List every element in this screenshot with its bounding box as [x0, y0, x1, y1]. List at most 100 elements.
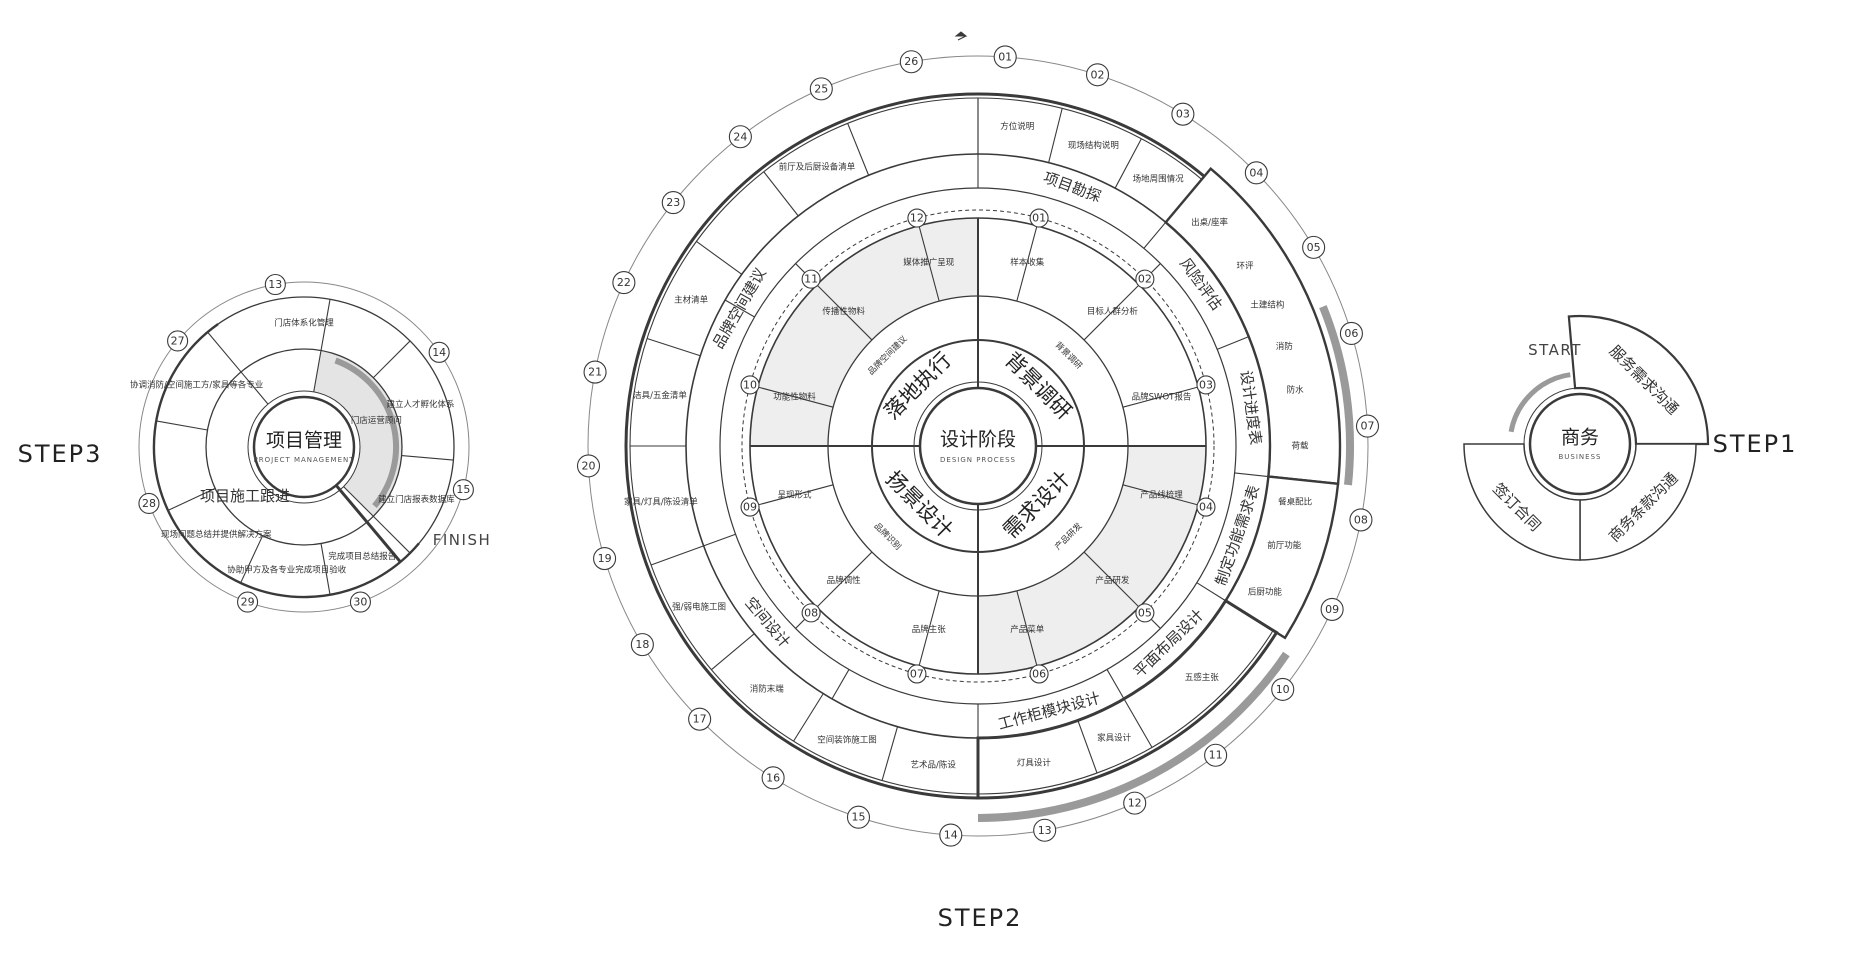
pm-number-4: 27	[171, 334, 185, 347]
inner-item-divider	[757, 386, 834, 408]
pm-item-divider	[207, 331, 242, 373]
outer-ring	[587, 55, 1369, 837]
biz-center-circle	[1528, 392, 1632, 496]
outer-item-divider	[650, 545, 704, 566]
pm-item-divider	[401, 454, 454, 461]
inner-item-divider	[1016, 225, 1038, 302]
pm-title: 项目管理	[266, 430, 342, 452]
inner-item-4: 产品线梳理	[1140, 490, 1183, 501]
pm-finish-line	[334, 484, 402, 563]
inner-number-10: 10	[743, 378, 757, 391]
pm-boundary	[152, 323, 420, 599]
outer-item-6: 土建结构	[1250, 299, 1284, 310]
mid-label-1: 项目勘探	[1041, 168, 1104, 205]
outer-number-13-badge	[1033, 818, 1057, 842]
pm-item-5: 协助甲方及各专业完成项目验收	[227, 564, 347, 575]
outer-number-7: 07	[1361, 420, 1375, 433]
outer-item-1: 方位说明	[1000, 121, 1034, 132]
ring2-label-3: 品牌识别	[872, 521, 904, 553]
inner-number-11: 11	[804, 273, 818, 286]
pm-ring-label-1: 门店运营顾问	[351, 415, 402, 426]
biz-sector-3	[1463, 443, 1581, 561]
pm-number-2: 14	[432, 346, 446, 359]
pm-number-6: 29	[241, 596, 255, 609]
outer-number-12: 12	[1128, 797, 1142, 810]
outer-number-22: 22	[617, 276, 631, 289]
outer-item-divider	[881, 726, 899, 781]
outer-number-2: 02	[1091, 68, 1105, 81]
inner-item-1: 样本收集	[1010, 257, 1045, 268]
mid-divider	[831, 669, 850, 700]
outer-item-divider	[711, 633, 755, 671]
inner-number-3: 03	[1199, 378, 1213, 391]
step1-label: STEP1	[1713, 430, 1798, 458]
inner-item-divider	[918, 590, 940, 667]
mid-divider	[703, 533, 736, 547]
pm-item-2: 建立人才孵化体系	[386, 399, 454, 410]
pm-number-7: 30	[353, 596, 367, 609]
outer-item-11: 前厅功能	[1267, 540, 1302, 551]
outer-item-16: 艺术品/陈设	[911, 759, 957, 770]
inner-number-10-badge	[740, 375, 760, 395]
outer-number-20: 20	[582, 459, 596, 472]
inner-item-12: 媒体推广呈现	[903, 257, 955, 268]
inner-number-1: 01	[1032, 212, 1046, 225]
inner-item-divider	[757, 484, 834, 506]
quadrant-label-3: 扬景设计	[881, 467, 957, 543]
pm-item-divider	[167, 487, 216, 511]
pm-number-4-badge	[167, 330, 189, 352]
inner-number-8-badge	[801, 603, 821, 623]
pm-outer-ring	[138, 281, 470, 613]
inner-item-divider	[1083, 551, 1140, 608]
pm-item-divider	[156, 420, 208, 431]
mid-divider	[1196, 582, 1226, 602]
inner-number-2-badge	[1135, 269, 1155, 289]
biz-progress-arc	[1508, 372, 1571, 433]
inner-number-4: 04	[1199, 501, 1213, 514]
outer-number-6: 06	[1344, 327, 1358, 340]
inner-number-4-badge	[1196, 497, 1216, 517]
outer-number-16: 16	[766, 771, 780, 784]
outer-number-23-badge	[661, 191, 685, 215]
pm-number-5-badge	[138, 492, 160, 514]
outer-number-1: 01	[998, 51, 1012, 64]
pm-ring-label-2: 项目施工跟进	[200, 487, 290, 505]
pm-item-divider	[240, 535, 264, 584]
outer-number-10-badge	[1271, 677, 1295, 701]
outer-number-19: 19	[598, 552, 612, 565]
outer-number-9-badge	[1320, 597, 1344, 621]
outer-number-18-badge	[630, 633, 654, 657]
outer-number-24: 24	[733, 130, 747, 143]
progress-arc-a	[1319, 305, 1354, 486]
outer-boundary-bottom	[976, 598, 1279, 800]
dashed-ring	[741, 209, 1215, 683]
outer-item-3: 场地周围情况	[1133, 174, 1185, 185]
pm-number-3: 15	[456, 483, 470, 496]
outer-number-25-badge	[809, 77, 833, 101]
outer-number-5: 05	[1307, 241, 1321, 254]
outer-item-divider	[1077, 720, 1098, 774]
outer-item-divider	[696, 241, 743, 275]
outer-item-divider	[646, 337, 701, 357]
outer-number-21: 21	[588, 366, 602, 379]
inner-number-3-badge	[1196, 375, 1216, 395]
outer-number-18: 18	[635, 638, 649, 651]
pm-ring2	[205, 348, 403, 546]
pm-divider	[240, 371, 269, 405]
pm-item-3: 建立门店报表数据库	[378, 494, 455, 505]
outer-item-9: 荷载	[1291, 441, 1309, 452]
outer-boundary-top	[977, 92, 1206, 178]
outer-number-5-badge	[1302, 235, 1326, 259]
outer-item-22: 主材清单	[674, 294, 709, 305]
pm-item-6: 现场问题总结并提供解决方案	[161, 529, 272, 540]
mid-divider	[1234, 472, 1269, 478]
inner-item-divider	[1016, 590, 1038, 667]
outer-number-13: 13	[1038, 824, 1052, 837]
inner-number-12: 12	[910, 212, 924, 225]
inner-item-10: 功能性物料	[773, 391, 816, 402]
quadrant-label-2: 需求设计	[999, 467, 1075, 543]
outer-item-12: 后厨功能	[1248, 587, 1283, 598]
outer-number-21-badge	[583, 360, 607, 384]
inner-item-divider	[1122, 386, 1199, 408]
biz-title: 商务	[1561, 427, 1599, 449]
